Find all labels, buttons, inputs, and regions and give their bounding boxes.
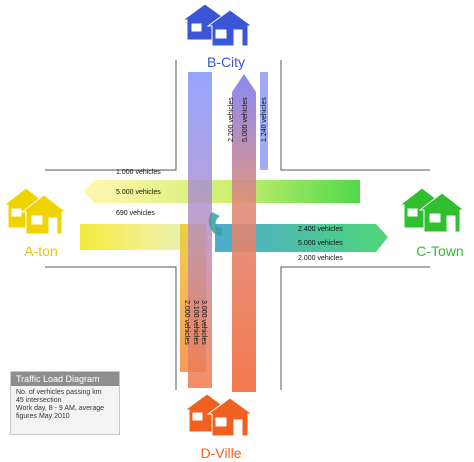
flow-a-band xyxy=(80,224,210,250)
legend-line-4: figures May 2010 xyxy=(16,413,70,420)
flow-label-north-2: 5.000 vehicles xyxy=(242,97,249,142)
city-label-west: A-ton xyxy=(24,243,57,259)
flow-label-south-2: 3.100 vehicles xyxy=(192,300,199,345)
flow-label-east-2: 5.000 vehicles xyxy=(298,240,343,247)
house-icon-south xyxy=(183,393,254,437)
flow-a-to-c xyxy=(83,180,360,203)
flow-label-east-3: 2.000 vehicles xyxy=(298,255,343,262)
flow-b-to-d xyxy=(188,72,212,388)
flow-b-to-c xyxy=(260,72,268,170)
house-icon-west xyxy=(2,187,68,235)
legend-body: No. of verhicles passing km 45 intersect… xyxy=(11,386,119,424)
flow-label-north-1: 2.200 vehicles xyxy=(228,97,235,142)
flow-label-west-top-1: 1.000 vehicles xyxy=(116,169,161,176)
flow-label-north-3: 1.240 vehicles xyxy=(261,97,268,142)
city-label-south: D-Ville xyxy=(201,445,242,461)
legend-box: Traffic Load Diagram No. of verhicles pa… xyxy=(10,371,120,435)
flow-d-to-b xyxy=(232,74,256,392)
flow-label-south-3: 2.000 vehicles xyxy=(183,300,190,345)
city-label-north: B-City xyxy=(207,54,245,70)
flow-label-west-mid: 690 vehicles xyxy=(116,210,155,217)
road-outline xyxy=(45,60,430,390)
legend-line-1: No. of verhicles passing km xyxy=(16,389,102,396)
legend-title: Traffic Load Diagram xyxy=(11,372,119,386)
flow-label-east-1: 2.400 vehicles xyxy=(298,226,343,233)
flow-label-west-top-2: 5.000 vehicles xyxy=(116,189,161,196)
flow-c-to-a xyxy=(215,224,388,252)
flow-label-south-1: 3.000 vehicles xyxy=(200,300,207,345)
legend-line-3: Work day, 8 - 9 AM, average xyxy=(16,405,105,412)
house-icon-east xyxy=(398,187,466,233)
house-icon-north xyxy=(181,3,254,47)
legend-line-2: 45 intersection xyxy=(16,397,62,404)
city-label-east: C-Town xyxy=(416,243,463,259)
turn-arrow xyxy=(208,212,222,236)
